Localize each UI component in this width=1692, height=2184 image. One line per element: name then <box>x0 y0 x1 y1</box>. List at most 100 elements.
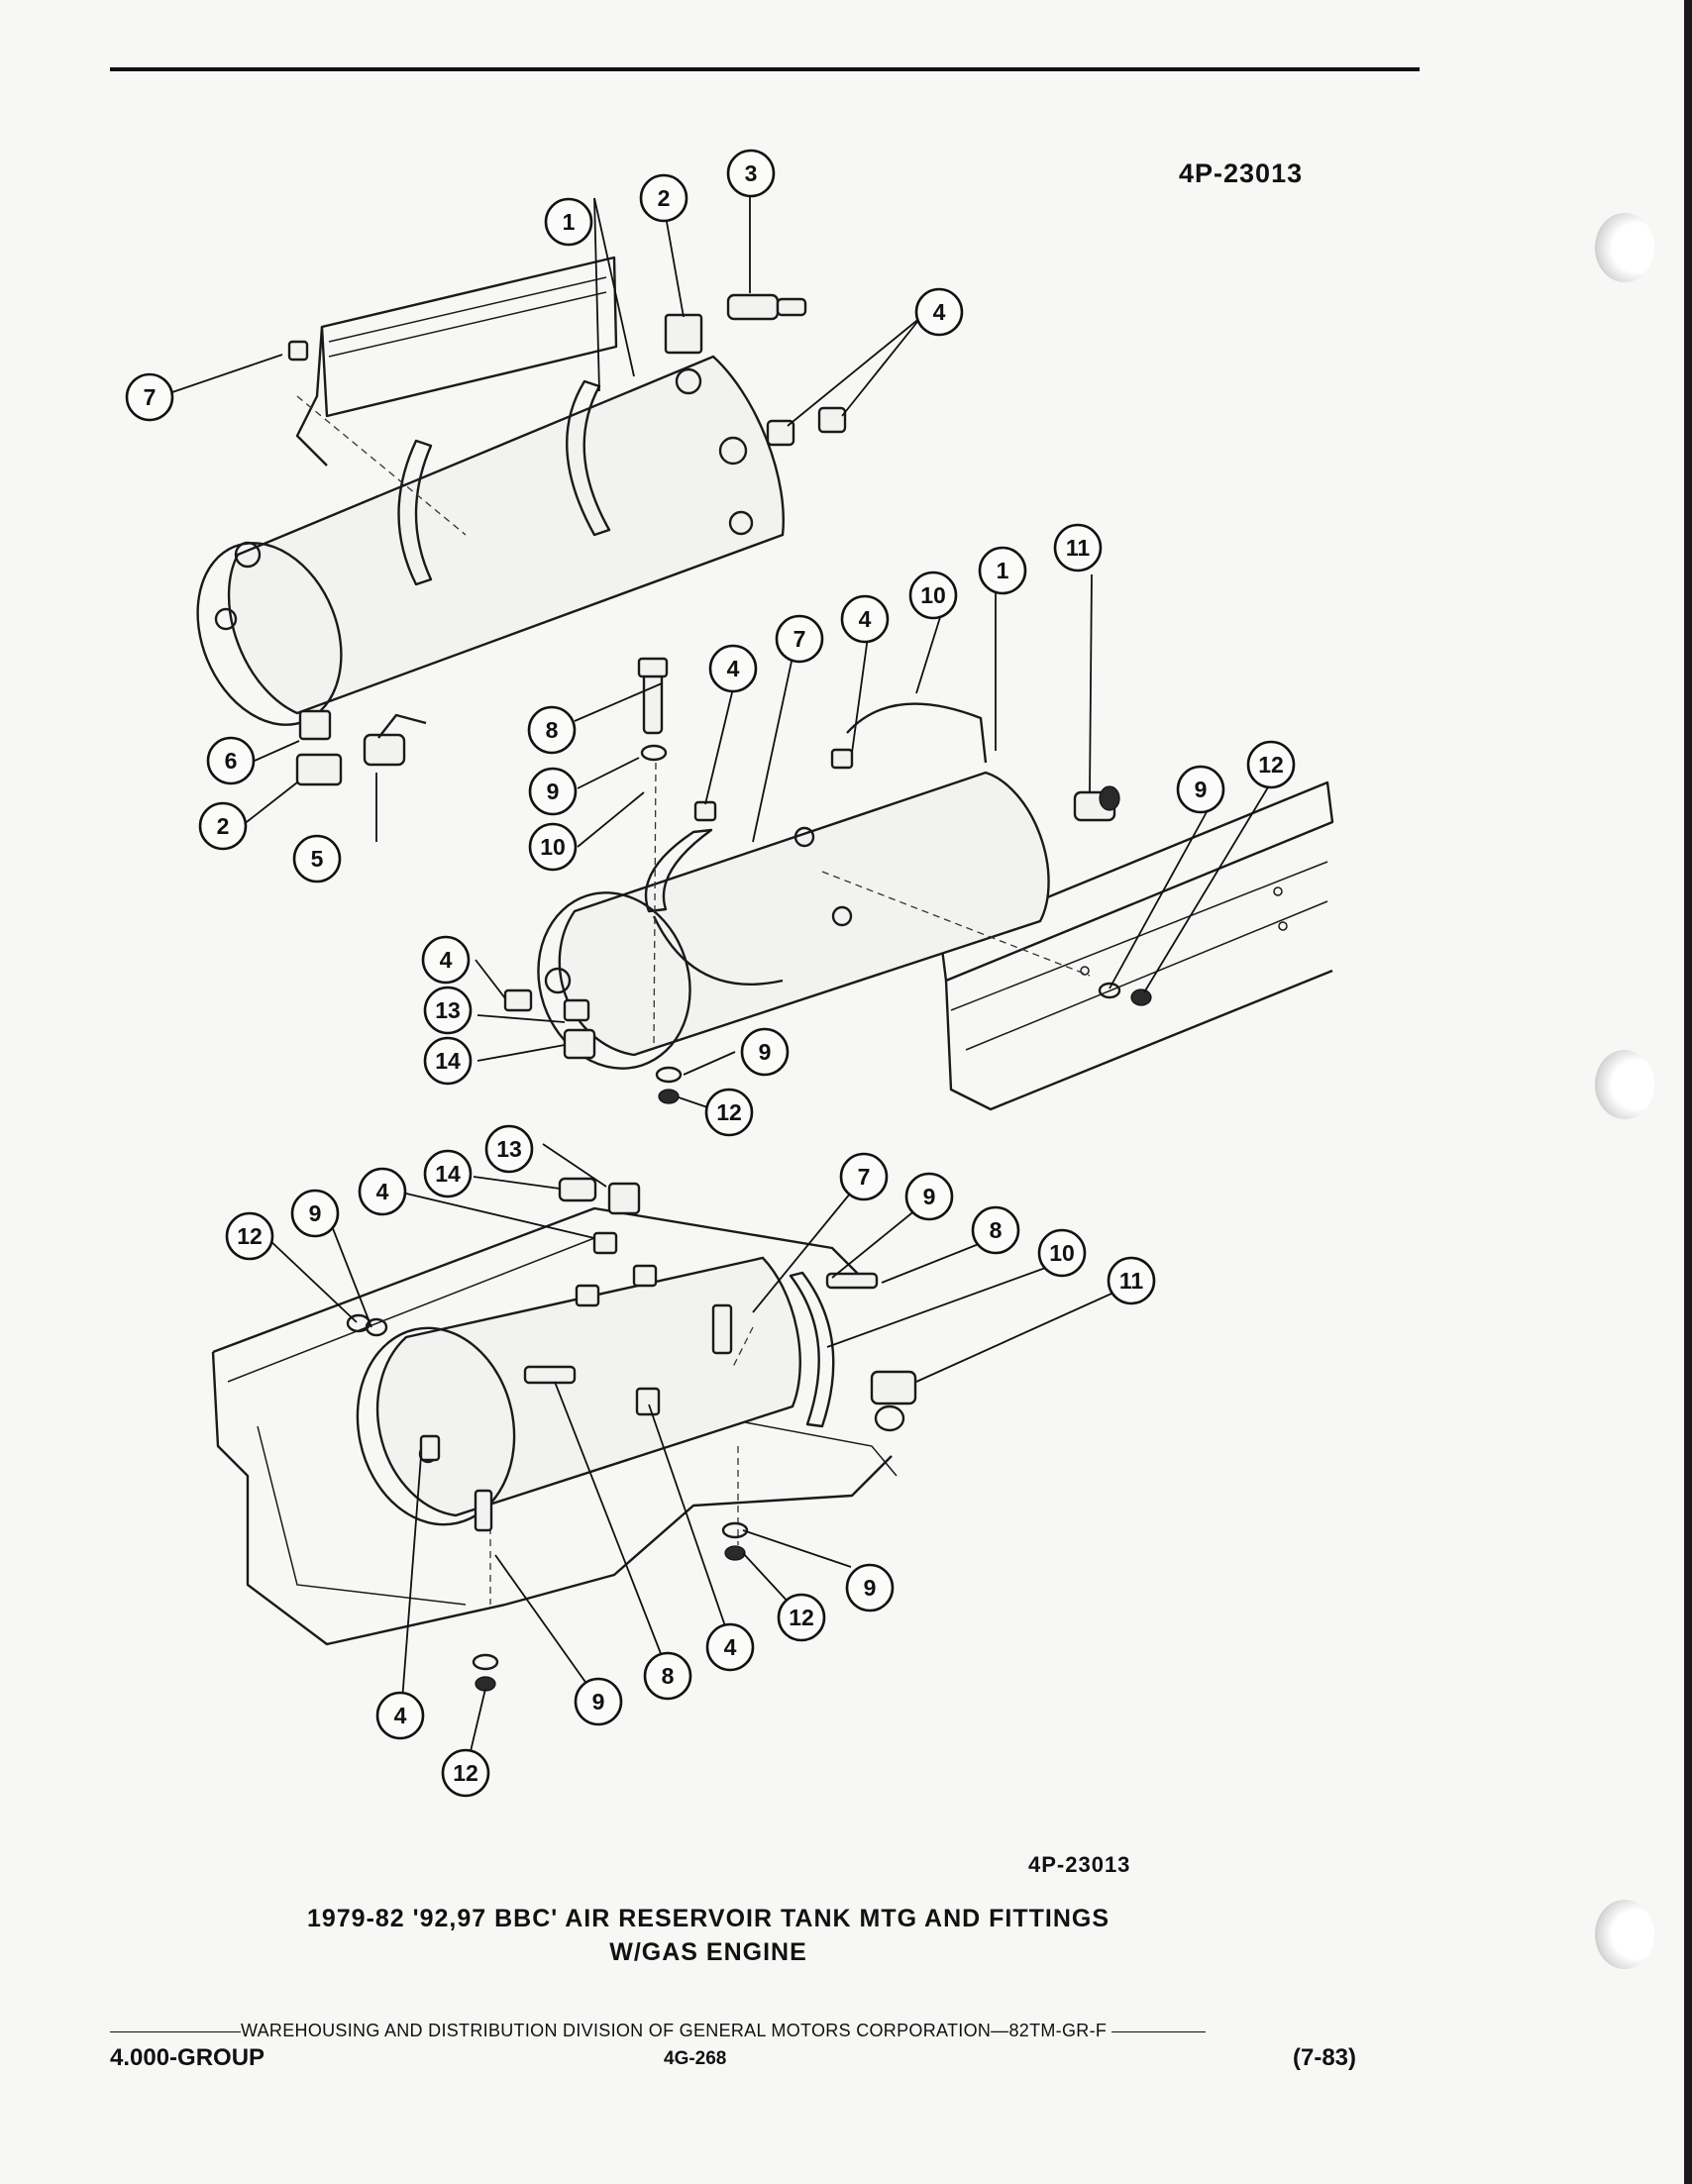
svg-text:4: 4 <box>933 299 946 325</box>
callout-4d: 4 <box>421 935 471 985</box>
callout-4f: 4 <box>705 1622 755 1672</box>
callout-9d: 9 <box>290 1189 340 1238</box>
svg-text:4: 4 <box>440 947 453 973</box>
binder-hole-middle <box>1595 1050 1654 1119</box>
svg-text:2: 2 <box>217 813 230 839</box>
upper-air-tank <box>196 355 785 726</box>
callout-7a: 7 <box>125 372 174 422</box>
binder-hole-bottom <box>1595 1900 1654 1969</box>
caption-line-2: W/GAS ENGINE <box>609 1938 807 1966</box>
svg-text:9: 9 <box>547 779 560 804</box>
svg-text:9: 9 <box>592 1689 605 1715</box>
callout-3a: 3 <box>726 149 776 198</box>
footer-publisher: WAREHOUSING AND DISTRIBUTION DIVISION OF… <box>241 2021 1108 2040</box>
middle-air-tank <box>503 657 1152 1104</box>
svg-text:12: 12 <box>716 1099 742 1125</box>
svg-text:9: 9 <box>759 1039 772 1065</box>
callout-9g: 9 <box>574 1677 623 1726</box>
callout-14a: 14 <box>423 1036 473 1086</box>
svg-text:10: 10 <box>1049 1240 1075 1266</box>
callout-10c: 10 <box>1037 1228 1087 1278</box>
svg-text:12: 12 <box>789 1605 814 1630</box>
callout-13a: 13 <box>423 986 473 1035</box>
upper-frame-bracket <box>295 256 618 467</box>
callout-12a: 12 <box>1246 740 1296 789</box>
footer-rule-right <box>1111 2030 1207 2032</box>
callout-2b: 2 <box>198 801 248 851</box>
svg-text:2: 2 <box>658 185 671 211</box>
svg-text:12: 12 <box>237 1223 263 1249</box>
svg-text:14: 14 <box>435 1161 461 1187</box>
svg-text:9: 9 <box>309 1200 322 1226</box>
svg-text:12: 12 <box>1258 752 1284 778</box>
callout-2a: 2 <box>639 173 688 223</box>
callout-12d: 12 <box>777 1593 826 1642</box>
callout-13b: 13 <box>484 1124 534 1174</box>
callout-5a: 5 <box>292 834 342 884</box>
leader-lines <box>168 188 1272 1769</box>
svg-text:13: 13 <box>435 997 461 1023</box>
svg-text:7: 7 <box>144 384 157 410</box>
svg-text:11: 11 <box>1066 535 1091 561</box>
callout-4g: 4 <box>375 1691 425 1740</box>
figure-caption: 1979-82 '92,97 BBC' AIR RESERVOIR TANK M… <box>198 1902 1218 1969</box>
callout-7c: 7 <box>839 1152 889 1201</box>
svg-text:9: 9 <box>1195 777 1208 802</box>
callout-6a: 6 <box>206 736 256 785</box>
callout-1a: 1 <box>544 197 593 247</box>
callout-10a: 10 <box>908 571 958 620</box>
svg-text:4: 4 <box>859 606 872 632</box>
svg-text:1: 1 <box>997 558 1009 583</box>
svg-text:12: 12 <box>453 1760 478 1786</box>
lower-fittings <box>346 1177 917 1692</box>
callout-11a: 11 <box>1053 523 1103 572</box>
callout-7b: 7 <box>775 614 824 664</box>
svg-text:13: 13 <box>496 1136 522 1162</box>
svg-text:7: 7 <box>793 626 806 652</box>
svg-text:4: 4 <box>727 656 740 681</box>
callout-9c: 9 <box>740 1027 790 1077</box>
footer-group: 4.000-GROUP <box>110 2044 265 2071</box>
callout-10b: 10 <box>528 822 578 872</box>
svg-text:10: 10 <box>920 582 946 608</box>
svg-text:9: 9 <box>864 1575 877 1601</box>
callout-12c: 12 <box>225 1211 274 1261</box>
binder-hole-top <box>1595 213 1654 282</box>
svg-text:10: 10 <box>540 834 566 860</box>
svg-text:5: 5 <box>311 846 324 872</box>
footer-publisher-line: WAREHOUSING AND DISTRIBUTION DIVISION OF… <box>110 2021 1388 2041</box>
svg-text:6: 6 <box>225 748 238 774</box>
svg-text:8: 8 <box>990 1217 1003 1243</box>
figure-ref-bottom: 4P-23013 <box>1028 1852 1131 1877</box>
footer-date: (7-83) <box>1293 2044 1357 2071</box>
callout-11b: 11 <box>1107 1256 1156 1305</box>
footer-page-number: 4G-268 <box>664 2048 727 2069</box>
callout-8b: 8 <box>971 1205 1020 1255</box>
top-rule <box>110 67 1420 71</box>
callout-8c: 8 <box>643 1651 692 1701</box>
figure-ref-top: 4P-23013 <box>1179 158 1304 188</box>
callout-4b: 4 <box>840 594 890 644</box>
caption-line-1: 1979-82 '92,97 BBC' AIR RESERVOIR TANK M… <box>306 1905 1110 1932</box>
svg-text:8: 8 <box>662 1663 675 1689</box>
svg-text:4: 4 <box>394 1703 407 1728</box>
callout-4e: 4 <box>358 1167 407 1216</box>
svg-text:11: 11 <box>1119 1268 1144 1294</box>
svg-text:4: 4 <box>724 1634 737 1660</box>
svg-text:14: 14 <box>435 1048 461 1074</box>
svg-text:8: 8 <box>546 717 559 743</box>
callout-4a: 4 <box>914 287 964 337</box>
svg-text:3: 3 <box>745 160 758 186</box>
callout-12e: 12 <box>441 1748 490 1798</box>
callout-9b: 9 <box>1176 765 1225 814</box>
footer-rule-left <box>110 2030 241 2032</box>
upper-fittings <box>287 293 847 786</box>
callout-8a: 8 <box>527 705 577 755</box>
svg-text:4: 4 <box>376 1179 389 1204</box>
svg-text:1: 1 <box>563 209 576 235</box>
svg-text:7: 7 <box>858 1164 871 1190</box>
svg-text:9: 9 <box>923 1184 936 1209</box>
middle-frame-rail <box>939 780 1334 1111</box>
callout-1b: 1 <box>978 546 1027 595</box>
